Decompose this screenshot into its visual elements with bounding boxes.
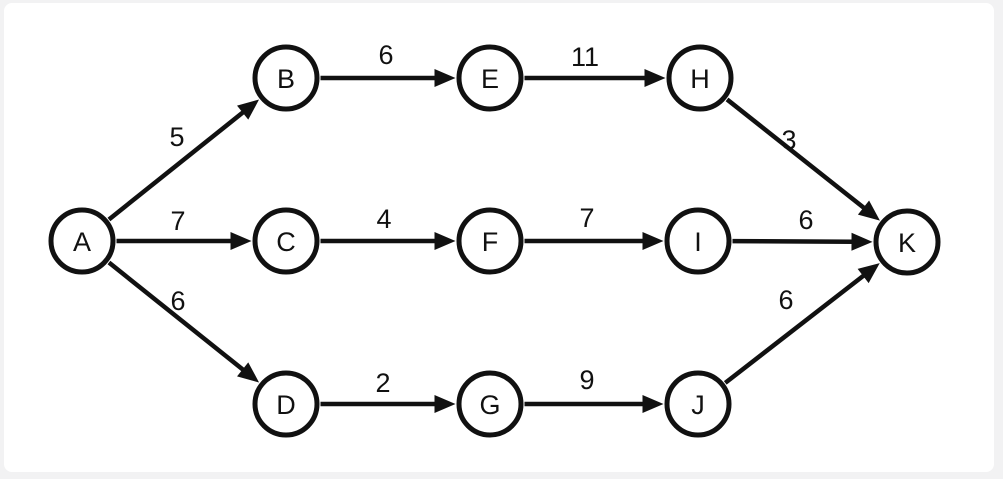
edge-weight-I-K: 6 xyxy=(798,205,813,235)
node-label-K: K xyxy=(898,228,916,258)
arrowhead-icon xyxy=(237,99,260,120)
edge-A-C: 7 xyxy=(116,206,252,250)
node-C: C xyxy=(252,207,320,275)
edge-F-I: 7 xyxy=(524,203,664,250)
node-circle-F xyxy=(456,207,524,275)
node-circle-E xyxy=(456,44,524,112)
edge-weight-E-H: 11 xyxy=(571,42,599,72)
node-F: F xyxy=(456,207,524,275)
node-circle-J xyxy=(664,370,732,438)
node-label-I: I xyxy=(694,227,702,257)
edge-line xyxy=(107,260,246,373)
node-circle-I xyxy=(664,207,732,275)
edge-line xyxy=(107,109,246,222)
node-label-H: H xyxy=(690,64,710,94)
node-circle-H xyxy=(666,44,734,112)
node-label-A: A xyxy=(73,227,91,257)
arrowhead-icon xyxy=(434,232,456,250)
node-circle-A xyxy=(48,207,116,275)
edge-weight-H-K: 3 xyxy=(781,125,796,155)
edge-weight-A-B: 5 xyxy=(169,122,184,152)
edge-weight-C-F: 4 xyxy=(376,204,391,234)
node-G: G xyxy=(456,370,524,438)
node-D: D xyxy=(252,370,320,438)
node-circle-D xyxy=(252,370,320,438)
node-label-J: J xyxy=(691,390,705,420)
node-I: I xyxy=(664,207,732,275)
edge-E-H: 11 xyxy=(524,42,666,87)
edge-weight-A-D: 6 xyxy=(170,286,185,316)
node-B: B xyxy=(252,44,320,112)
edge-line xyxy=(725,97,867,211)
arrowhead-icon xyxy=(434,395,456,413)
edge-A-D: 6 xyxy=(107,260,260,383)
edge-weight-G-J: 9 xyxy=(579,365,594,395)
node-label-E: E xyxy=(481,64,499,94)
node-label-B: B xyxy=(277,64,295,94)
arrowhead-icon xyxy=(230,232,252,250)
edge-line xyxy=(732,238,854,244)
edge-I-K: 6 xyxy=(732,205,873,251)
arrowhead-icon xyxy=(642,232,664,250)
arrowhead-icon xyxy=(644,69,666,87)
edge-B-E: 6 xyxy=(320,40,456,87)
arrowhead-icon xyxy=(642,395,664,413)
edge-weight-B-E: 6 xyxy=(378,40,393,70)
node-label-F: F xyxy=(482,227,499,257)
edge-J-K: 6 xyxy=(723,263,880,385)
edge-G-J: 9 xyxy=(524,365,664,413)
node-label-C: C xyxy=(276,227,296,257)
edge-weight-A-C: 7 xyxy=(170,206,185,236)
arrowhead-icon xyxy=(851,232,873,251)
edge-weight-J-K: 6 xyxy=(778,285,793,315)
node-label-D: D xyxy=(276,390,296,420)
node-circle-B xyxy=(252,44,320,112)
node-E: E xyxy=(456,44,524,112)
arrowhead-icon xyxy=(237,362,260,383)
node-A: A xyxy=(48,207,116,275)
edge-weight-D-G: 2 xyxy=(375,368,390,398)
node-circle-C xyxy=(252,207,320,275)
node-K: K xyxy=(873,208,941,276)
node-label-G: G xyxy=(479,390,500,420)
node-circle-G xyxy=(456,370,524,438)
node-H: H xyxy=(666,44,734,112)
node-J: J xyxy=(664,370,732,438)
arrowhead-icon xyxy=(857,263,880,284)
edge-D-G: 2 xyxy=(320,368,456,413)
edge-C-F: 4 xyxy=(320,204,456,250)
arrowhead-icon xyxy=(857,200,880,221)
edge-line xyxy=(723,272,867,385)
edge-weight-F-I: 7 xyxy=(579,203,594,233)
edge-H-K: 3 xyxy=(725,97,880,221)
edge-A-B: 5 xyxy=(107,99,260,222)
node-circle-K xyxy=(873,208,941,276)
arrowhead-icon xyxy=(434,69,456,87)
